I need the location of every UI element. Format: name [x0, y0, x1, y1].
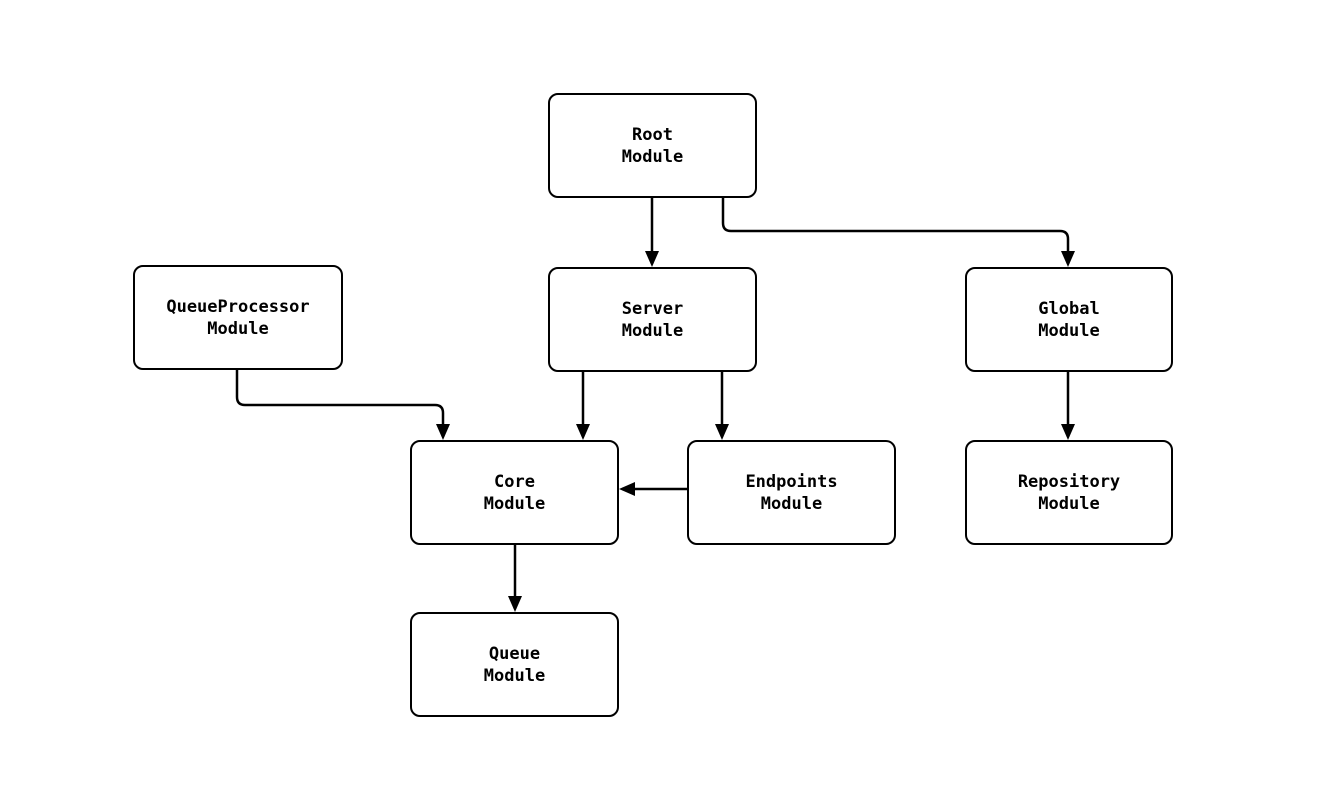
node-core-module: Core Module [410, 440, 619, 545]
edge-root-to-global [721, 198, 1075, 267]
node-queue-module: Queue Module [410, 612, 619, 717]
node-endpoints-module: Endpoints Module [687, 440, 896, 545]
node-repository-module: Repository Module [965, 440, 1173, 545]
node-root-module: Root Module [548, 93, 757, 198]
edge-queueprocessor-to-core [235, 370, 450, 440]
node-global-module: Global Module [965, 267, 1173, 372]
node-server-module: Server Module [548, 267, 757, 372]
node-queueprocessor-module: QueueProcessor Module [133, 265, 343, 370]
